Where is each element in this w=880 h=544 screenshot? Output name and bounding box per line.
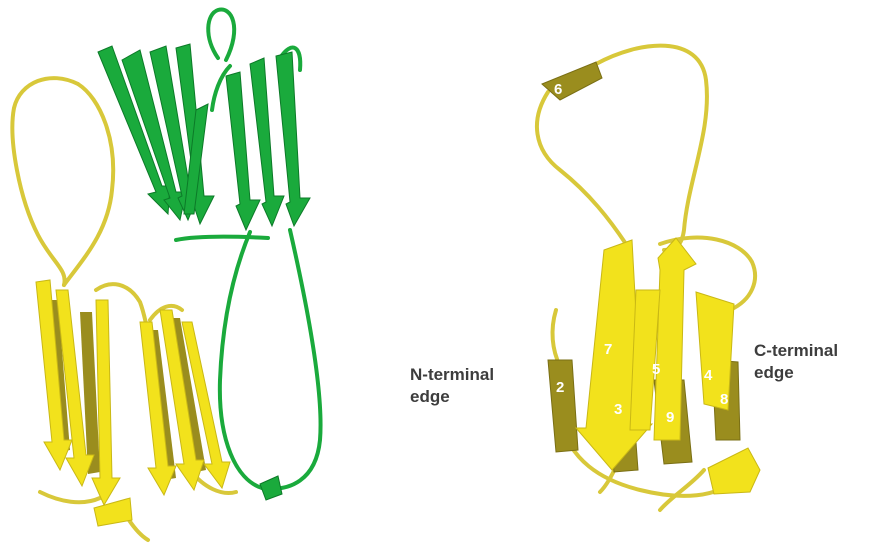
n-terminal-label-line1: N-terminal — [410, 365, 494, 384]
n-terminal-label-line2: edge — [410, 387, 450, 406]
left-dimer-structure — [12, 10, 320, 540]
strand-8-label: 8 — [720, 391, 728, 408]
strand-7-label: 7 — [604, 341, 612, 358]
green-subunit-loops — [176, 10, 321, 489]
strand-9-label: 9 — [666, 409, 674, 426]
strand-6-label: 6 — [554, 81, 562, 98]
green-subunit-strands — [98, 44, 310, 500]
n-terminal-edge-label: N-terminal edge — [410, 365, 494, 406]
right-monomer-structure: 6 2 3 4 5 7 8 9 — [537, 46, 760, 510]
c-terminal-label-line1: C-terminal — [754, 341, 838, 360]
strand-3-label: 3 — [614, 401, 622, 418]
strand-5-label: 5 — [652, 361, 660, 378]
strand-2-label: 2 — [556, 379, 564, 396]
strand-4-label: 4 — [704, 367, 713, 384]
c-terminal-edge-label: C-terminal edge — [754, 341, 838, 382]
c-terminal-label-line2: edge — [754, 363, 794, 382]
strand-6: 6 — [542, 62, 602, 100]
